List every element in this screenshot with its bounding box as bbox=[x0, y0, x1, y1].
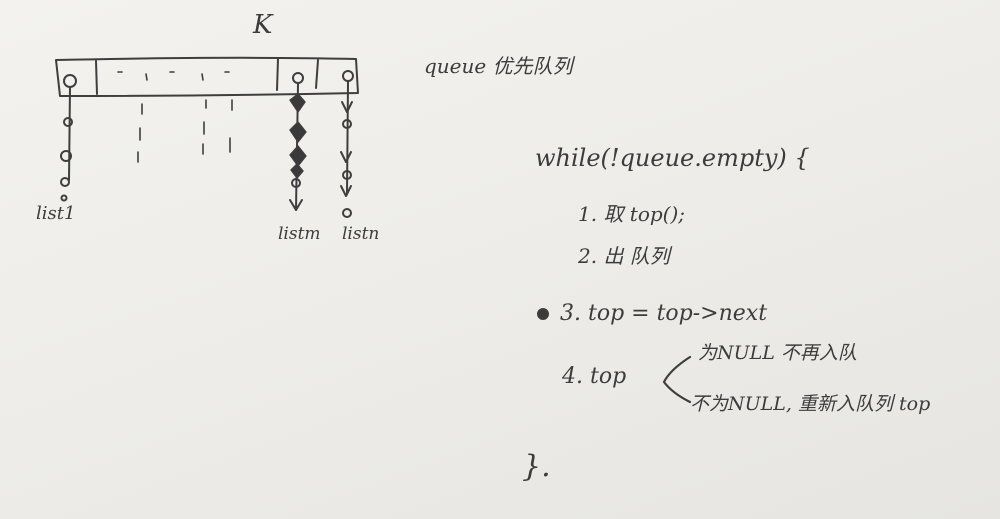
list1-label: list1 bbox=[36, 203, 76, 224]
array-divider bbox=[276, 58, 279, 91]
k-label: K bbox=[253, 10, 273, 40]
while-line: while(!queue.empty) { bbox=[535, 144, 810, 172]
listn-label: listn bbox=[342, 224, 380, 244]
list1-node bbox=[60, 177, 70, 187]
step-3: 3. top = top->next bbox=[560, 301, 768, 326]
step-4: 4. top bbox=[562, 364, 627, 389]
brace bbox=[662, 355, 692, 404]
listn-node bbox=[342, 170, 352, 180]
listn-node bbox=[342, 119, 352, 129]
list1-node bbox=[63, 117, 73, 127]
step-2: 2. 出 队列 bbox=[578, 244, 670, 268]
branch-not-null: 不为NULL, 重新入队列 top bbox=[690, 393, 931, 415]
closing-brace: }. bbox=[522, 449, 551, 484]
step-1: 1. 取 top(); bbox=[578, 202, 686, 226]
listm-label: listm bbox=[278, 224, 321, 244]
array-divider bbox=[315, 59, 319, 89]
listm-node bbox=[292, 72, 304, 84]
list1-node bbox=[60, 150, 72, 162]
queue-label: queue 优先队列 bbox=[424, 54, 573, 78]
queue-array-box bbox=[55, 56, 359, 97]
listn-node bbox=[342, 70, 354, 82]
branch-null: 为NULL 不再入队 bbox=[698, 342, 857, 364]
array-divider bbox=[95, 60, 98, 95]
listm-node bbox=[291, 178, 301, 188]
list1-node bbox=[63, 74, 77, 88]
listn-node bbox=[342, 208, 352, 218]
step3-bullet bbox=[537, 308, 549, 320]
